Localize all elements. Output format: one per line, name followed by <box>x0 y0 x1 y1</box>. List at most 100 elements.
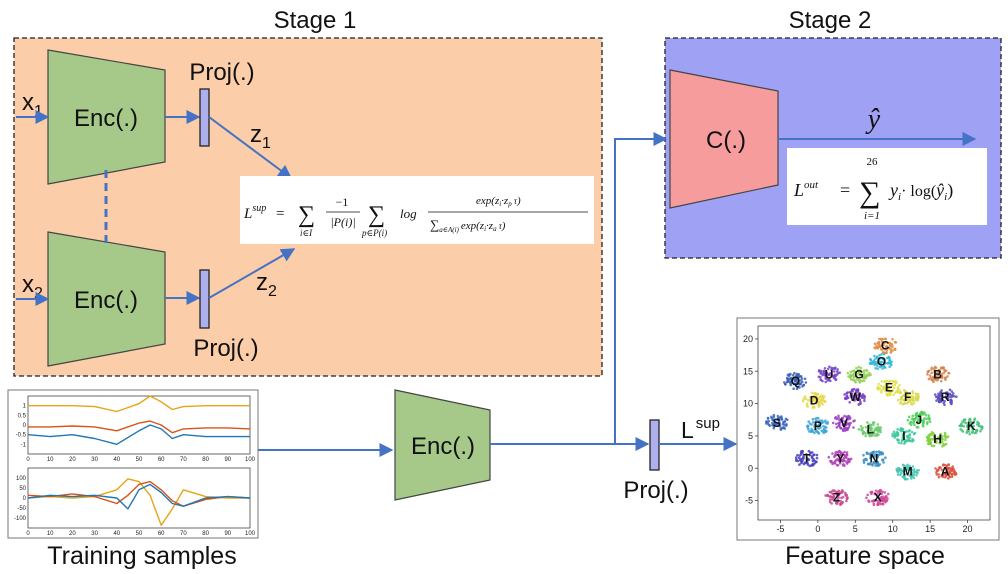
cluster-point <box>876 464 879 468</box>
cluster-point <box>876 345 880 349</box>
cluster-point <box>980 425 984 429</box>
cluster-point <box>927 437 931 440</box>
cluster-point <box>927 414 930 417</box>
cluster-point <box>843 426 846 429</box>
cluster-point <box>953 471 956 474</box>
cluster-point <box>912 468 916 471</box>
cluster-point <box>958 424 961 428</box>
cluster-point <box>950 401 953 405</box>
cluster-label: G <box>854 368 863 382</box>
cluster-point <box>791 374 795 377</box>
cluster-point <box>789 376 793 380</box>
cluster-point <box>822 431 826 435</box>
encoder-inference-label: Enc(.) <box>411 433 475 460</box>
cluster-point <box>911 392 915 395</box>
cluster-point <box>848 416 852 419</box>
cluster-point <box>899 391 903 394</box>
cluster-point <box>817 431 820 435</box>
cluster-point <box>940 366 943 370</box>
cluster-label: B <box>933 368 942 382</box>
classifier-shape <box>669 69 779 209</box>
cluster-point <box>862 373 866 377</box>
cluster-point <box>912 402 916 405</box>
cluster-point <box>811 402 814 406</box>
cluster-point <box>789 383 793 387</box>
lsup-num-sub-p: p <box>507 200 512 208</box>
x-tick-label: 20 <box>963 524 973 534</box>
cluster-point <box>780 418 783 421</box>
cluster-point <box>803 377 807 381</box>
cluster-point <box>927 377 931 381</box>
cluster-point <box>946 435 950 438</box>
cluster-point <box>911 390 914 393</box>
cluster-point <box>854 381 858 384</box>
svg-text:z2: z2 <box>256 269 277 300</box>
cluster-point <box>767 419 770 423</box>
cluster-point <box>891 337 894 341</box>
cluster-point <box>866 374 869 377</box>
cluster-point <box>806 424 809 428</box>
cluster-point <box>830 495 833 499</box>
cluster-point <box>950 390 954 393</box>
y-tick-label: 0.5 <box>18 413 27 419</box>
cluster-point <box>845 456 848 459</box>
cluster-point <box>828 490 832 494</box>
cluster-point <box>905 430 908 433</box>
series-line <box>28 395 250 413</box>
cluster-point <box>933 393 937 396</box>
cluster-point <box>835 502 839 506</box>
cluster-point <box>794 378 798 382</box>
cluster-point <box>878 496 882 500</box>
cluster-point <box>863 395 866 398</box>
cluster-point <box>835 426 839 429</box>
cluster-point <box>937 475 941 479</box>
cluster-point <box>885 351 888 355</box>
cluster-point <box>944 442 948 446</box>
cluster-point <box>848 401 851 404</box>
cluster-point <box>892 393 895 397</box>
cluster-point <box>837 414 840 418</box>
y-tick-label: 1 <box>23 404 27 410</box>
cluster-point <box>929 432 932 436</box>
cluster-point <box>886 341 889 345</box>
cluster-point <box>870 453 874 456</box>
cluster-point <box>930 444 934 448</box>
cluster-point <box>896 390 900 394</box>
lout-sum-top: 26 <box>867 156 879 168</box>
classifier: C(.) <box>669 69 779 209</box>
svg-text:exp(zi·zpτ): exp(zi·zpτ) <box>476 195 521 208</box>
cluster-point <box>772 422 776 426</box>
cluster-point <box>942 366 946 370</box>
y-tick-label: 20 <box>743 334 753 344</box>
cluster-point <box>865 496 868 500</box>
cluster-point <box>866 429 869 432</box>
cluster-point <box>888 341 892 345</box>
lsup-sum1: ∑ <box>298 202 315 228</box>
cluster-point <box>872 430 876 434</box>
cluster-point <box>928 374 932 377</box>
cluster-point <box>872 423 875 427</box>
encoder-top-label: Enc(.) <box>74 105 138 132</box>
cluster-point <box>846 371 850 375</box>
cluster-point <box>913 423 916 427</box>
cluster-point <box>902 399 906 403</box>
cluster-point <box>861 393 865 396</box>
classifier-label: C(.) <box>706 127 746 154</box>
cluster-point <box>944 391 948 395</box>
cluster-point <box>915 415 918 419</box>
cluster-point <box>908 398 911 402</box>
cluster-M: M <box>895 463 920 481</box>
cluster-point <box>857 403 860 406</box>
cluster-point <box>833 370 836 373</box>
cluster-point <box>880 391 883 394</box>
cluster-point <box>820 401 823 405</box>
cluster-point <box>944 369 948 373</box>
cluster-point <box>873 354 876 358</box>
cluster-point <box>888 344 892 348</box>
cluster-point <box>841 416 844 420</box>
cluster-point <box>814 392 817 395</box>
cluster-point <box>876 388 880 391</box>
x-tick-label: 0 <box>26 531 30 537</box>
cluster-point <box>901 438 904 442</box>
